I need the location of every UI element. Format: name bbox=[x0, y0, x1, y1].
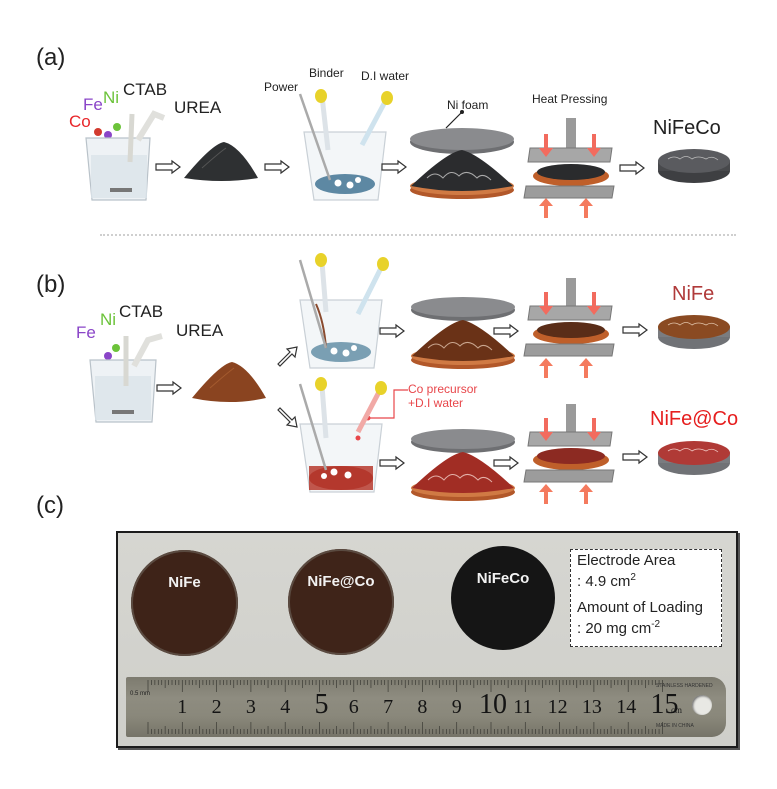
heat-press-illustration bbox=[523, 278, 615, 378]
mixing-label-powder: Power bbox=[264, 80, 299, 94]
process-arrow bbox=[493, 323, 519, 339]
heat-pressing-label: Heat Pressing bbox=[532, 92, 608, 106]
process-arrow bbox=[493, 455, 519, 471]
ni-foam-pointer bbox=[445, 110, 464, 129]
process-arrow bbox=[156, 380, 182, 396]
ruler: 0.5 mm STAINLESS HARDENED MADE IN CHINA … bbox=[126, 677, 726, 737]
process-arrow bbox=[619, 160, 645, 176]
branch-arrow-down bbox=[277, 407, 298, 428]
ni-foam-and-mixture bbox=[410, 128, 514, 199]
ruler-number: 13 bbox=[581, 696, 602, 718]
precursor-label-fe: Fe bbox=[76, 323, 96, 342]
precursor-label-fe: Fe bbox=[83, 95, 103, 114]
ruler-number: 8 bbox=[417, 696, 428, 718]
additive-label-ctab: CTAB bbox=[119, 302, 164, 321]
process-arrow bbox=[379, 323, 405, 339]
precursor-label-ni: Ni bbox=[103, 88, 120, 107]
electrode-disc-nife-co: NiFe@Co bbox=[288, 549, 394, 655]
heat-press-illustration bbox=[523, 404, 615, 504]
precursor-label-ni: Ni bbox=[100, 310, 117, 329]
ruler-unit: cm bbox=[671, 705, 682, 715]
process-arrow bbox=[264, 159, 290, 175]
precursor-drops bbox=[94, 123, 121, 139]
ruler-number: 11 bbox=[513, 696, 533, 718]
electrode-label-nife: NiFe bbox=[168, 574, 201, 591]
additive-label-urea: UREA bbox=[174, 98, 222, 117]
brown-powder-pile bbox=[192, 362, 266, 402]
electrode-label-nifeco: NiFeCo bbox=[476, 570, 530, 587]
ruler-number: 6 bbox=[348, 696, 359, 718]
mixing-cup-illustration bbox=[298, 377, 387, 493]
process-arrow bbox=[155, 159, 181, 175]
ruler-number: 4 bbox=[280, 696, 291, 718]
ni-foam-and-mixture bbox=[411, 429, 515, 501]
precursor-drops bbox=[104, 344, 120, 360]
electrode-disc-nife: NiFe bbox=[131, 550, 238, 656]
additive-label-urea: UREA bbox=[176, 321, 224, 340]
process-arrow bbox=[622, 449, 648, 465]
product-label-nife: NiFe bbox=[672, 283, 715, 305]
panel-label-a: (a) bbox=[36, 44, 66, 71]
electrode-photo: NiFe NiFe@Co NiFeCo Electrode Area : 4.9… bbox=[116, 531, 738, 748]
beaker-illustration bbox=[85, 110, 166, 201]
ruler-number: 3 bbox=[245, 696, 256, 718]
mixing-cup-illustration bbox=[298, 89, 393, 201]
area-title: Electrode Area bbox=[577, 552, 676, 569]
black-powder-pile bbox=[184, 142, 258, 181]
branch-arrow-up bbox=[277, 346, 298, 367]
ruler-number: 7 bbox=[383, 696, 394, 718]
ruler-number: 9 bbox=[451, 696, 462, 718]
product-disc-nife bbox=[658, 315, 730, 349]
loading-title: Amount of Loading bbox=[577, 599, 703, 616]
ruler-brand-bottom: MADE IN CHINA bbox=[656, 723, 694, 729]
beaker-illustration bbox=[89, 333, 163, 423]
product-disc-nifeco bbox=[658, 149, 730, 183]
area-value: : 4.9 cm2 bbox=[577, 572, 636, 590]
process-arrow bbox=[381, 159, 407, 175]
ni-foam-label: Ni foam bbox=[447, 98, 489, 112]
ruler-brand-top: STAINLESS HARDENED bbox=[656, 683, 713, 689]
ruler-number: 2 bbox=[211, 696, 222, 718]
panel-label-c: (c) bbox=[36, 492, 64, 519]
loading-value: : 20 mg cm-2 bbox=[577, 619, 661, 637]
ruler-number: 1 bbox=[177, 696, 188, 718]
ruler-half-mm-mark: 0.5 mm bbox=[130, 691, 151, 697]
electrode-label-nife-co: NiFe@Co bbox=[307, 573, 375, 590]
ni-foam-and-mixture bbox=[411, 297, 515, 369]
process-arrow bbox=[622, 322, 648, 338]
ruler-number: 12 bbox=[547, 696, 568, 718]
ruler-number: 15 bbox=[650, 689, 679, 720]
precursor-label-co: Co bbox=[69, 112, 91, 131]
product-label-nife-co: NiFe@Co bbox=[650, 408, 739, 430]
ruler-hole bbox=[692, 695, 712, 715]
ruler-number: 14 bbox=[616, 696, 637, 718]
electrode-disc-nifeco: NiFeCo bbox=[451, 546, 555, 650]
product-disc-nife-co bbox=[658, 441, 730, 475]
additive-label-ctab: CTAB bbox=[123, 80, 168, 99]
heat-press-illustration bbox=[523, 118, 615, 218]
process-arrow bbox=[379, 455, 405, 471]
ruler-number: 5 bbox=[314, 689, 329, 720]
product-label-nifeco: NiFeCo bbox=[653, 117, 721, 139]
co-precursor-label: Co precursor bbox=[408, 382, 478, 396]
section-divider bbox=[100, 234, 736, 236]
panel-label-b: (b) bbox=[36, 271, 66, 298]
mixing-cup-illustration bbox=[298, 253, 389, 369]
ruler-ticks bbox=[147, 680, 663, 734]
mixing-label-water: D.I water bbox=[361, 69, 410, 83]
ruler-number: 10 bbox=[479, 689, 507, 720]
electrode-info-box: Electrode Area : 4.9 cm2 Amount of Loadi… bbox=[570, 549, 722, 647]
mixing-label-binder: Binder bbox=[309, 66, 344, 80]
co-water-label: +D.I water bbox=[408, 396, 464, 410]
